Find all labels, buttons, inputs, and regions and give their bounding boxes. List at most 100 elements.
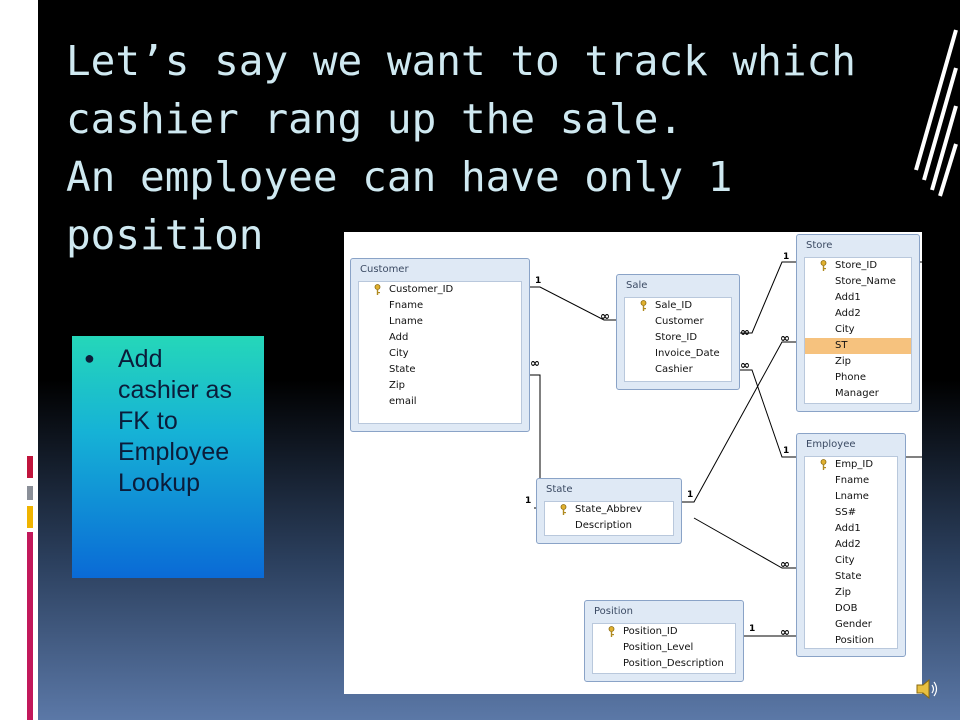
field-item[interactable]: Lname	[835, 491, 869, 502]
field-item[interactable]: email	[389, 396, 417, 407]
field-name: State_Abbrev	[575, 504, 642, 515]
field-item[interactable]: City	[389, 348, 409, 359]
field-list: Sale_ID Customer Store_ID Invoice_Date C…	[624, 297, 732, 382]
speaker-icon[interactable]	[914, 676, 940, 702]
bullet-line: Add	[118, 345, 163, 373]
field-item[interactable]: Add1	[835, 292, 861, 303]
field-item[interactable]: Customer	[655, 316, 704, 327]
field-item[interactable]: Lname	[389, 316, 423, 327]
rel-many-label: ∞	[740, 325, 750, 339]
key-icon	[640, 300, 647, 311]
rel-many-label: ∞	[780, 625, 790, 639]
rel-one-label: 1	[783, 252, 790, 262]
field-name: Customer_ID	[389, 284, 454, 295]
key-icon	[608, 626, 615, 637]
field-name: Sale_ID	[655, 300, 693, 311]
bullet-line: Employee	[118, 438, 230, 466]
field-name: Position_ID	[623, 626, 678, 637]
title-line: cashier rang up the sale.	[66, 95, 684, 143]
field-item[interactable]: Fname	[389, 300, 424, 311]
rel-many-label: ∞	[780, 331, 790, 345]
table-customer[interactable]: Customer Customer_ID Fname Lname Add Cit…	[350, 258, 530, 432]
rel-one-label: 1	[525, 496, 532, 506]
field-item[interactable]: City	[835, 324, 855, 335]
primary-key-field[interactable]: Store_ID	[805, 258, 911, 274]
field-name: Store_ID	[835, 260, 878, 271]
field-list: Emp_ID Fname Lname SS# Add1 Add2 City St…	[804, 456, 898, 649]
relationship-diagram: 1 ∞ ∞ 1 ∞ ∞ 1 ∞ 1 1 ∞ 1 ∞ Customer Custo…	[344, 232, 922, 694]
field-item[interactable]: Position_Level	[623, 642, 694, 653]
accent-bar-yellow	[27, 506, 33, 528]
table-title: Store	[806, 240, 833, 251]
title-line: Let’s say we want to track which	[66, 37, 856, 85]
table-title: State	[546, 484, 573, 495]
table-title: Position	[594, 606, 633, 617]
accent-bar-red	[27, 456, 33, 478]
field-item[interactable]: Store_ID	[655, 332, 698, 343]
rel-one-label: 1	[749, 624, 756, 634]
field-item[interactable]: Store_Name	[835, 276, 896, 287]
field-item[interactable]: Position	[835, 635, 874, 646]
table-employee[interactable]: Employee Emp_ID Fname Lname SS# Add1 Add…	[796, 433, 906, 657]
field-item[interactable]: Phone	[835, 372, 866, 383]
rel-many-label: ∞	[740, 358, 750, 372]
primary-key-field[interactable]: Position_ID	[593, 624, 735, 640]
bullet-line: FK to	[118, 407, 178, 435]
field-item[interactable]: Fname	[835, 475, 870, 486]
rel-many-label: ∞	[530, 356, 540, 370]
key-icon	[560, 504, 567, 515]
primary-key-field[interactable]: Sale_ID	[625, 298, 731, 314]
primary-key-field[interactable]: State_Abbrev	[545, 502, 673, 518]
field-name: Emp_ID	[835, 459, 874, 470]
field-item[interactable]: DOB	[835, 603, 858, 614]
field-item[interactable]: Add2	[835, 308, 861, 319]
field-list: Position_ID Position_Level Position_Desc…	[592, 623, 736, 674]
rel-one-label: 1	[535, 276, 542, 286]
rel-many-label: ∞	[780, 557, 790, 571]
field-item[interactable]: Add1	[835, 523, 861, 534]
rel-one-label: 1	[783, 446, 790, 456]
field-list: Customer_ID Fname Lname Add City State Z…	[358, 281, 522, 424]
field-list: State_Abbrev Description	[544, 501, 674, 536]
field-item[interactable]: City	[835, 555, 855, 566]
table-sale[interactable]: Sale Sale_ID Customer Store_ID Invoice_D…	[616, 274, 740, 390]
field-item[interactable]: Position_Description	[623, 658, 724, 669]
field-item[interactable]: Cashier	[655, 364, 693, 375]
field-item[interactable]: Zip	[835, 356, 851, 367]
bullet-text: Add cashier as FK to Employee Lookup	[118, 344, 258, 499]
primary-key-field[interactable]: Customer_ID	[359, 282, 521, 298]
field-item[interactable]: Zip	[389, 380, 405, 391]
primary-key-field[interactable]: Emp_ID	[805, 457, 897, 473]
title-line: An employee can have only 1	[66, 153, 733, 201]
field-item[interactable]: Invoice_Date	[655, 348, 720, 359]
field-item[interactable]: Add	[389, 332, 409, 343]
field-item[interactable]: Description	[575, 520, 632, 531]
field-item[interactable]: Zip	[835, 587, 851, 598]
left-strip	[0, 0, 38, 720]
title-line: position	[66, 211, 264, 259]
field-item[interactable]: SS#	[835, 507, 857, 518]
field-item[interactable]: Add2	[835, 539, 861, 550]
bullet-callout: ● Add cashier as FK to Employee Lookup	[72, 336, 264, 578]
accent-bar-magenta	[27, 532, 33, 720]
table-title: Sale	[626, 280, 648, 291]
table-state[interactable]: State State_Abbrev Description	[536, 478, 682, 544]
rel-one-label: 1	[687, 490, 694, 500]
field-item[interactable]: Manager	[835, 388, 879, 399]
table-position[interactable]: Position Position_ID Position_Level Posi…	[584, 600, 744, 682]
slide-title: Let’s say we want to track which cashier…	[66, 32, 936, 264]
bullet-dot-icon: ●	[84, 348, 95, 368]
bullet-line: cashier as	[118, 376, 232, 404]
corner-decoration	[914, 29, 958, 197]
field-item[interactable]: Gender	[835, 619, 872, 630]
table-store[interactable]: Store Store_ID Store_Name Add1 Add2 City…	[796, 234, 920, 412]
field-item[interactable]: State	[835, 571, 862, 582]
field-item[interactable]: State	[389, 364, 416, 375]
key-icon	[820, 260, 827, 271]
relationship-lines	[528, 261, 922, 637]
key-icon	[374, 284, 381, 295]
key-icon	[820, 459, 827, 470]
field-item-selected[interactable]: ST	[805, 338, 911, 354]
table-title: Customer	[360, 264, 409, 275]
field-list: Store_ID Store_Name Add1 Add2 City ST Zi…	[804, 257, 912, 404]
